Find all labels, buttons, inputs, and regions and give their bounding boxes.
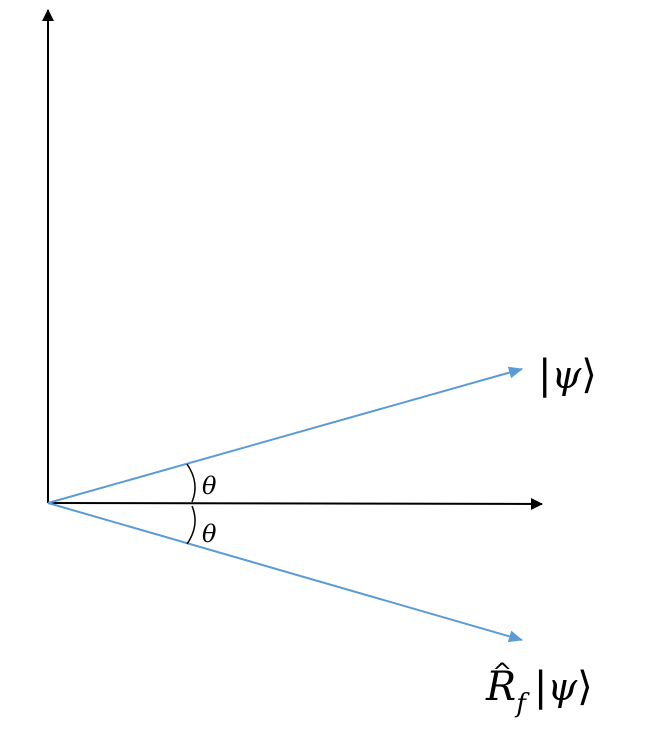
reflected-psi-vector (47, 502, 523, 643)
angle-arc-top (186, 463, 196, 503)
reflected-psi-symbol: ψ (547, 665, 578, 709)
reflected-operator-subscript: f (514, 689, 530, 719)
psi-close-bracket: ⟩ (581, 352, 597, 398)
psi-vector (47, 366, 523, 504)
angle-label-bottom: θ (202, 520, 217, 548)
reflected-psi-label: R^f|ψ⟩ (485, 658, 593, 719)
psi-open-bar: | (538, 352, 551, 398)
angle-label-top: θ (202, 472, 217, 500)
reflected-operator-r: R (485, 664, 516, 710)
reflected-operator-hat: ^ (492, 658, 512, 686)
angle-arc-bottom (186, 505, 196, 545)
psi-label: |ψ⟩ (538, 352, 597, 398)
reflected-psi-open-bar: | (534, 664, 547, 710)
psi-symbol: ψ (551, 353, 582, 397)
reflected-psi-close-bracket: ⟩ (577, 664, 593, 710)
horizontal-axis (47, 497, 543, 510)
